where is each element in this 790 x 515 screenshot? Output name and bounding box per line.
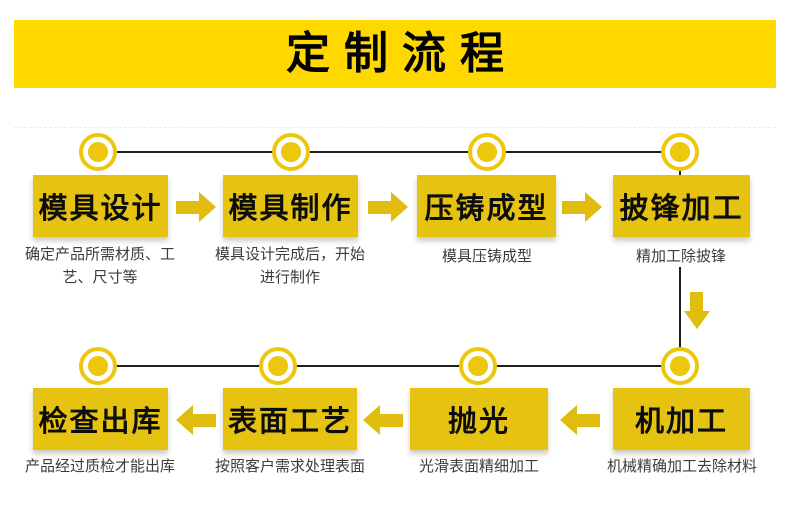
arrow-left-icon [176,405,216,435]
node-dot-core [268,356,288,376]
arrow-tail [562,201,585,214]
step-description-surface-treatment: 按照客户需求处理表面 [214,458,365,475]
arrow-head [585,192,602,222]
step-description-polishing: 光滑表面精细加工 [418,458,539,475]
node-dot-die-casting [468,133,506,171]
arrow-head [199,192,216,222]
node-dot-core [477,142,497,162]
arrow-head [176,405,193,435]
step-box-deburring: 披锋加工 [613,175,750,237]
arrow-head [684,311,710,329]
step-box-mold-design: 模具设计 [33,175,168,237]
node-dot-inspection [79,347,117,385]
node-dot-core [670,356,690,376]
node-dot-polishing [459,347,497,385]
arrow-head [391,192,408,222]
arrow-left-icon [363,405,403,435]
arrow-right-icon [562,192,602,222]
step-description-machining: 机械精确加工去除材料 [606,458,757,475]
page-title: 定制流程 [286,29,518,78]
step-box-machining: 机加工 [613,388,750,450]
node-dot-surface [259,347,297,385]
arrow-left-icon [560,405,600,435]
node-dot-machining [661,347,699,385]
row2-connector-line [98,365,681,367]
node-dot-mold-design [79,133,117,171]
node-dot-core [88,142,108,162]
arrow-head [560,405,577,435]
title-banner: 定制流程 [14,20,776,88]
step-box-mold-making: 模具制作 [223,175,358,237]
step-box-polishing: 抛光 [410,388,548,450]
step-description-inspection-outbound: 产品经过质检才能出库 [24,458,175,475]
step-description-deburring: 精加工除披锋 [635,248,726,265]
node-dot-core [88,356,108,376]
arrow-tail [368,201,391,214]
node-dot-core [281,142,301,162]
node-dot-core [670,142,690,162]
vertical-connector-bottom [679,267,681,348]
arrow-down-icon [684,292,710,329]
arrow-tail [193,414,216,427]
arrow-head [363,405,380,435]
arrow-right-icon [368,192,408,222]
row1-connector-line [98,151,681,153]
faint-divider [14,127,776,128]
step-description-die-casting: 模具压铸成型 [441,248,532,265]
step-box-die-casting: 压铸成型 [417,175,556,237]
step-box-inspection-outbound: 检查出库 [33,388,168,450]
step-description-mold-design: 确定产品所需材质、工艺、尺寸等 [24,246,175,286]
arrow-tail [380,414,403,427]
node-dot-mold-making [272,133,310,171]
step-description-mold-making: 模具设计完成后，开始进行制作 [214,246,365,286]
arrow-tail [577,414,600,427]
step-box-surface-treatment: 表面工艺 [223,388,357,450]
node-dot-deburring [661,133,699,171]
arrow-right-icon [176,192,216,222]
vertical-connector-top [679,169,681,177]
node-dot-core [468,356,488,376]
arrow-tail [176,201,199,214]
arrow-tail [690,292,703,311]
